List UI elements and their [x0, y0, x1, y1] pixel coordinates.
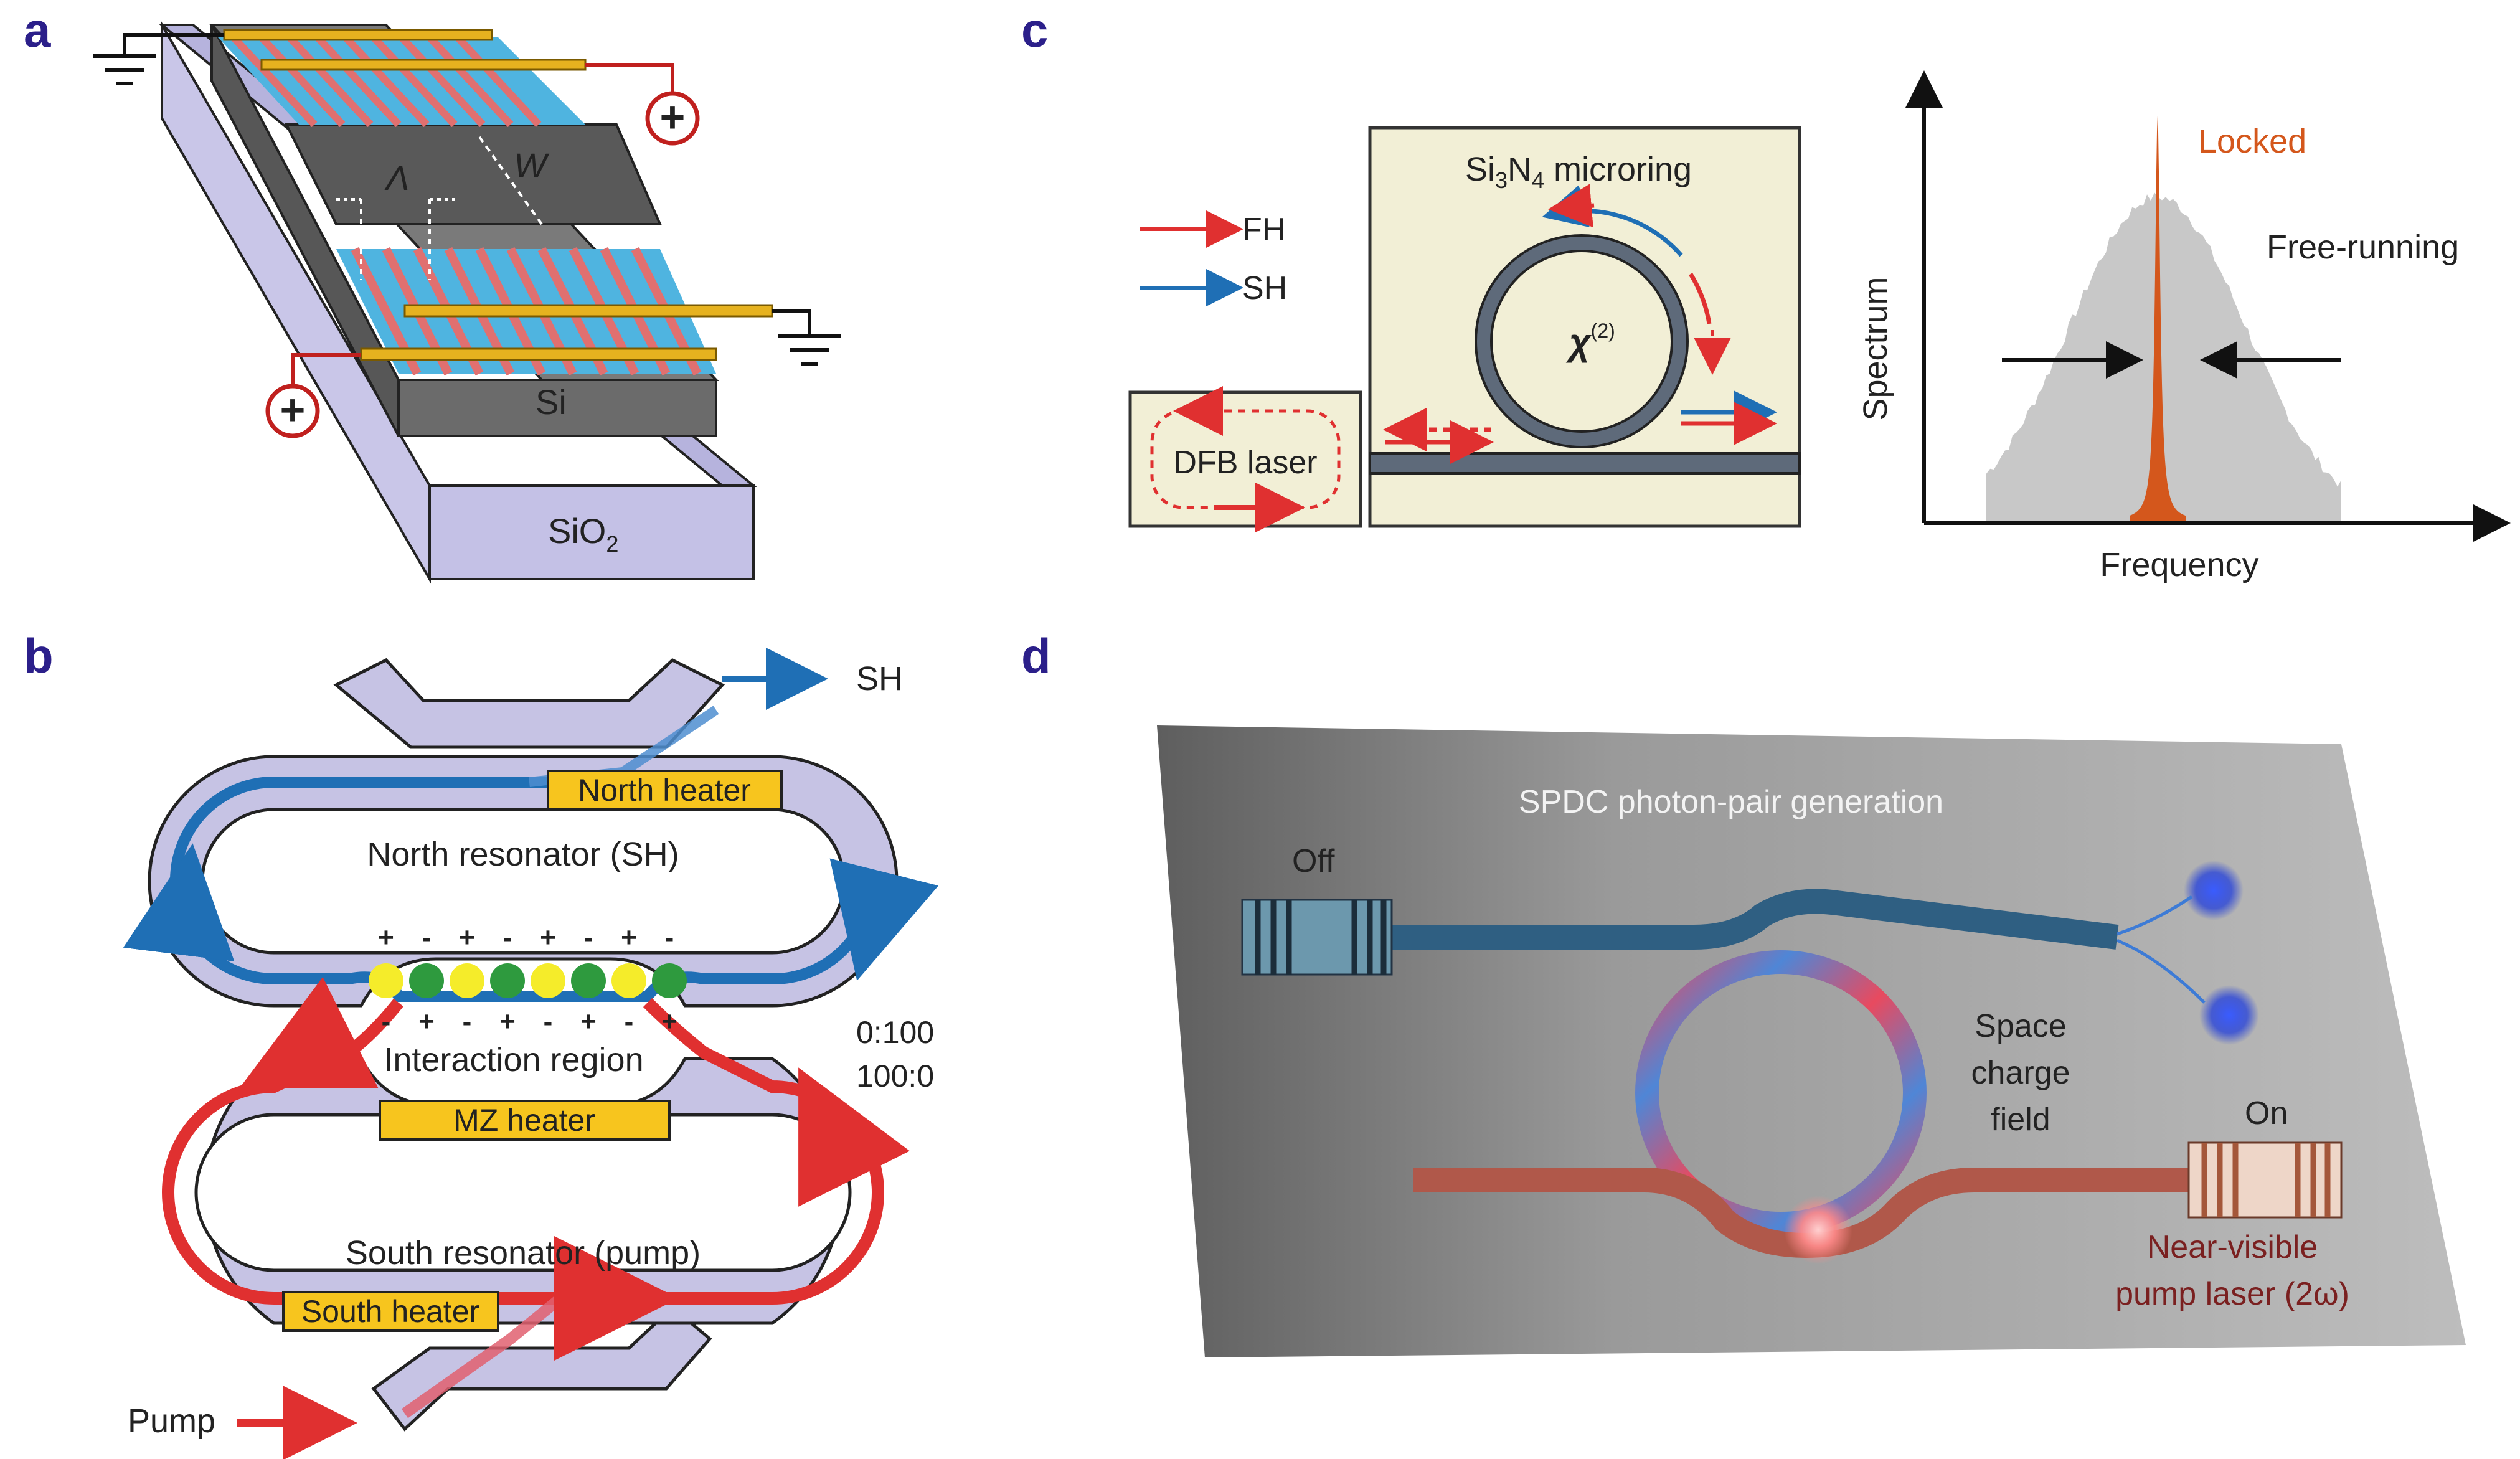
pump-waveguide: On — [1413, 1095, 2343, 1264]
space-charge-line3: field — [1991, 1102, 2050, 1138]
svg-text:North heater: North heater — [578, 773, 751, 808]
microring-chip: Si3N4 microring χ(2) — [1368, 126, 1801, 528]
ground-bottom — [772, 309, 841, 366]
legend-fh: FH — [1242, 212, 1285, 248]
microring-d — [1635, 950, 1927, 1235]
dfb-laser-label: DFB laser — [1173, 445, 1317, 481]
interaction-beads — [369, 963, 687, 998]
panel-c: c FH SH DFB laser Si3N4 microring χ(2) — [1021, 2, 2511, 583]
sign-top-4: - — [503, 922, 512, 953]
photon-pair — [2117, 861, 2259, 1045]
mz-heater: MZ heater — [379, 1100, 671, 1141]
space-charge-line1: Space — [1975, 1008, 2066, 1044]
y-axis-label: Spectrum — [1857, 276, 1894, 420]
panel-letter-c: c — [1021, 2, 1048, 57]
bias-top: + — [585, 63, 700, 146]
sign-top-8: - — [665, 922, 674, 953]
sign-bottom-5: - — [544, 1006, 553, 1037]
panel-a: a — [24, 2, 841, 584]
north-resonator — [123, 706, 939, 1008]
top-sign-row: + - + - + - + - — [378, 922, 674, 953]
ratio-blue: 0:100 — [856, 1015, 934, 1050]
sign-top-2: - — [422, 922, 432, 953]
panel-b: b — [24, 628, 939, 1459]
plus-top: + — [660, 93, 686, 141]
si-label: Si — [536, 382, 567, 422]
sign-top-5: + — [540, 922, 556, 953]
south-resonator — [162, 977, 910, 1419]
chip-plate — [1157, 725, 2466, 1357]
sign-top-3: + — [459, 922, 475, 953]
sh-out-label: SH — [856, 660, 903, 697]
pump-label: Pump — [128, 1402, 215, 1440]
free-running-label: Free-running — [2267, 229, 2459, 266]
plus-bottom: + — [280, 385, 306, 434]
x-axis-label: Frequency — [2100, 546, 2258, 583]
svg-text:MZ heater: MZ heater — [453, 1103, 595, 1138]
bias-bottom: + — [265, 353, 361, 438]
ground-top — [93, 33, 224, 85]
sign-top-1: + — [378, 922, 394, 953]
poling-electrodes-top — [218, 29, 587, 128]
microring-label: Si3N4 microring — [1465, 151, 1692, 193]
sio2-label: SiO2 — [548, 511, 618, 557]
panel-letter-d: d — [1021, 628, 1051, 683]
off-label: Off — [1292, 843, 1335, 879]
free-running-spectrum — [1986, 192, 2341, 521]
spdc-title: SPDC photon-pair generation — [1519, 784, 1943, 820]
sign-top-7: + — [621, 922, 637, 953]
signal-waveguide: Off — [1241, 843, 2119, 976]
locked-label: Locked — [2198, 123, 2306, 160]
output-bus — [333, 658, 725, 749]
space-charge-line2: charge — [1971, 1055, 2070, 1091]
north-heater: North heater — [547, 770, 783, 811]
panel-letter-a: a — [24, 2, 51, 57]
north-resonator-label: North resonator (SH) — [367, 836, 679, 873]
poling-electrodes-bottom — [336, 247, 773, 376]
panel-d: d SPDC photon-pair generation Off — [1021, 628, 2466, 1357]
south-heater: South heater — [282, 1291, 499, 1332]
sign-bottom-7: - — [625, 1006, 634, 1037]
sign-bottom-6: + — [580, 1006, 597, 1037]
svg-text:South heater: South heater — [301, 1294, 479, 1329]
interaction-region-label: Interaction region — [384, 1041, 643, 1079]
sign-bottom-1: - — [382, 1006, 391, 1037]
on-label: On — [2245, 1095, 2288, 1131]
sign-bottom-8: + — [661, 1006, 677, 1037]
ratio-red: 100:0 — [856, 1059, 934, 1093]
sign-bottom-3: - — [463, 1006, 472, 1037]
pump-laser-line1: Near-visible — [2147, 1229, 2318, 1265]
chi2-label: χ(2) — [1565, 319, 1615, 363]
sign-top-6: - — [584, 922, 593, 953]
spectrum-plot: Locked Free-running Spectrum Frequency — [1857, 70, 2511, 583]
pump-laser-line2: pump laser (2ω) — [2115, 1276, 2349, 1312]
width-symbol: W — [514, 146, 550, 185]
legend-sh: SH — [1242, 270, 1287, 306]
sign-bottom-4: + — [499, 1006, 516, 1037]
panel-letter-b: b — [24, 628, 54, 683]
locked-spectrum — [2130, 116, 2186, 521]
sign-bottom-2: + — [418, 1006, 435, 1037]
dfb-laser: DFB laser — [1128, 386, 1362, 532]
south-resonator-label: South resonator (pump) — [346, 1234, 701, 1272]
period-annotation: Λ W — [336, 136, 550, 280]
bottom-sign-row: - + - + - + - + — [382, 1006, 677, 1037]
period-symbol: Λ — [384, 158, 409, 197]
